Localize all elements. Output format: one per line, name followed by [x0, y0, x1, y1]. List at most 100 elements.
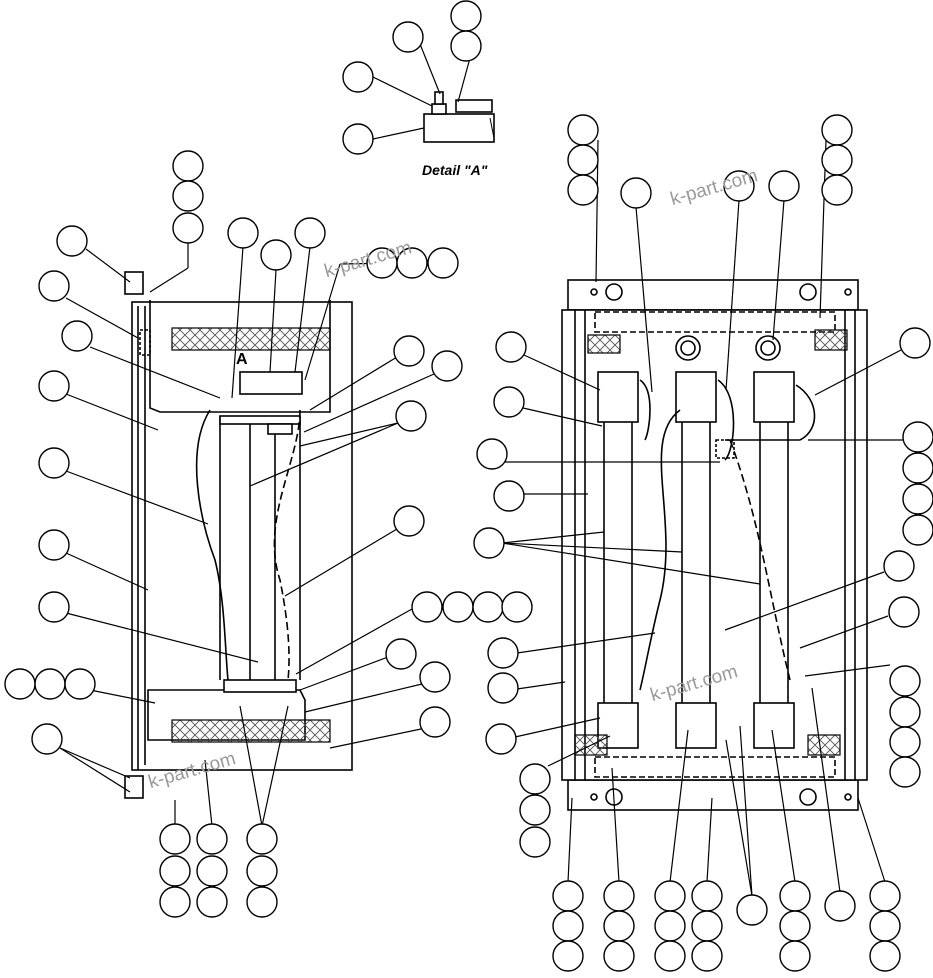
callout-balloon: [883, 550, 915, 582]
callout-balloon: [519, 794, 551, 826]
callout-balloon: [38, 591, 70, 623]
callout-balloon: [552, 880, 584, 912]
callout-balloon: [603, 880, 635, 912]
callout-balloon: [473, 527, 505, 559]
callout-balloon: [393, 505, 425, 537]
left-view-housing: [124, 271, 353, 799]
callout-leader: [724, 571, 885, 631]
callout-balloon: [821, 114, 853, 146]
callout-leader: [516, 632, 656, 654]
callout-balloon: [493, 386, 525, 418]
callout-balloon: [620, 177, 652, 209]
callout-leader: [304, 683, 423, 713]
callout-leader: [611, 767, 620, 883]
callout-leader: [149, 267, 189, 293]
callout-balloon: [392, 21, 424, 53]
callout-balloon: [172, 150, 204, 182]
callout-balloon: [159, 855, 191, 887]
callout-leader: [304, 263, 341, 381]
callout-leader: [372, 76, 433, 107]
callout-balloon: [691, 910, 723, 942]
callout-balloon: [723, 170, 755, 202]
callout-leader: [299, 422, 399, 447]
callout-leader: [739, 725, 753, 897]
callout-balloon: [4, 668, 36, 700]
callout-balloon: [342, 123, 374, 155]
callout-leader: [269, 269, 277, 373]
callout-leader: [669, 729, 689, 883]
callout-balloon: [485, 723, 517, 755]
callout-balloon: [603, 910, 635, 942]
left-upper-insulation: [171, 327, 331, 351]
callout-balloon: [902, 421, 933, 453]
callout-leader: [85, 248, 131, 283]
callout-leader: [501, 531, 605, 544]
callout-leader: [65, 552, 149, 591]
callout-leader: [249, 422, 399, 487]
callout-leader: [295, 608, 413, 675]
callout-leader: [372, 127, 425, 140]
callout-balloon: [246, 886, 278, 918]
callout-leader: [65, 612, 259, 663]
callout-leader: [514, 717, 601, 738]
callout-balloon: [419, 661, 451, 693]
callout-balloon: [654, 880, 686, 912]
callout-leader: [59, 747, 131, 793]
callout-balloon: [821, 144, 853, 176]
callout-leader: [799, 615, 889, 649]
callout-balloon: [495, 331, 527, 363]
callout-balloon: [736, 894, 768, 926]
callout-leader: [309, 356, 398, 411]
callout-leader: [772, 199, 785, 341]
callout-leader: [804, 664, 891, 677]
detail-a-assembly: [423, 91, 495, 143]
callout-balloon: [889, 696, 921, 728]
callout-leader: [294, 246, 311, 373]
callout-balloon: [888, 596, 920, 628]
callout-balloon: [691, 940, 723, 972]
callout-balloon: [227, 217, 259, 249]
callout-balloon: [38, 370, 70, 402]
callout-balloon: [487, 672, 519, 704]
callout-balloon: [38, 447, 70, 479]
callout-balloon: [869, 940, 901, 972]
callout-leader: [65, 470, 209, 525]
callout-balloon: [442, 591, 474, 623]
callout-balloon: [493, 480, 525, 512]
callout-balloon: [779, 940, 811, 972]
callout-balloon: [567, 174, 599, 206]
callout-balloon: [395, 400, 427, 432]
callout-balloon: [779, 910, 811, 942]
callout-balloon: [427, 247, 459, 279]
callout-balloon: [196, 823, 228, 855]
callout-leader: [65, 297, 139, 339]
callout-balloon: [476, 438, 508, 470]
callout-balloon: [552, 910, 584, 942]
callout-balloon: [899, 327, 931, 359]
callout-balloon: [393, 335, 425, 367]
callout-balloon: [654, 910, 686, 942]
callout-leader: [239, 705, 263, 827]
callout-leader: [299, 656, 389, 691]
callout-balloon: [246, 855, 278, 887]
right-corner-insulation: [574, 329, 848, 756]
callout-balloon: [821, 174, 853, 206]
callout-balloon: [431, 350, 463, 382]
callout-leader: [771, 729, 796, 883]
callout-balloon: [450, 0, 482, 32]
callout-balloon: [902, 483, 933, 515]
callout-leader: [303, 373, 435, 433]
callout-balloon: [385, 638, 417, 670]
callout-balloon: [501, 591, 533, 623]
callout-leader: [725, 739, 753, 897]
callout-balloon: [519, 763, 551, 795]
callout-leader: [89, 346, 221, 399]
callout-leader: [65, 393, 159, 431]
callout-leader: [89, 689, 156, 704]
callout-balloon: [603, 940, 635, 972]
callout-balloon: [411, 591, 443, 623]
callout-leaders: [59, 43, 904, 897]
callout-leader: [501, 542, 683, 553]
callout-balloon: [38, 529, 70, 561]
